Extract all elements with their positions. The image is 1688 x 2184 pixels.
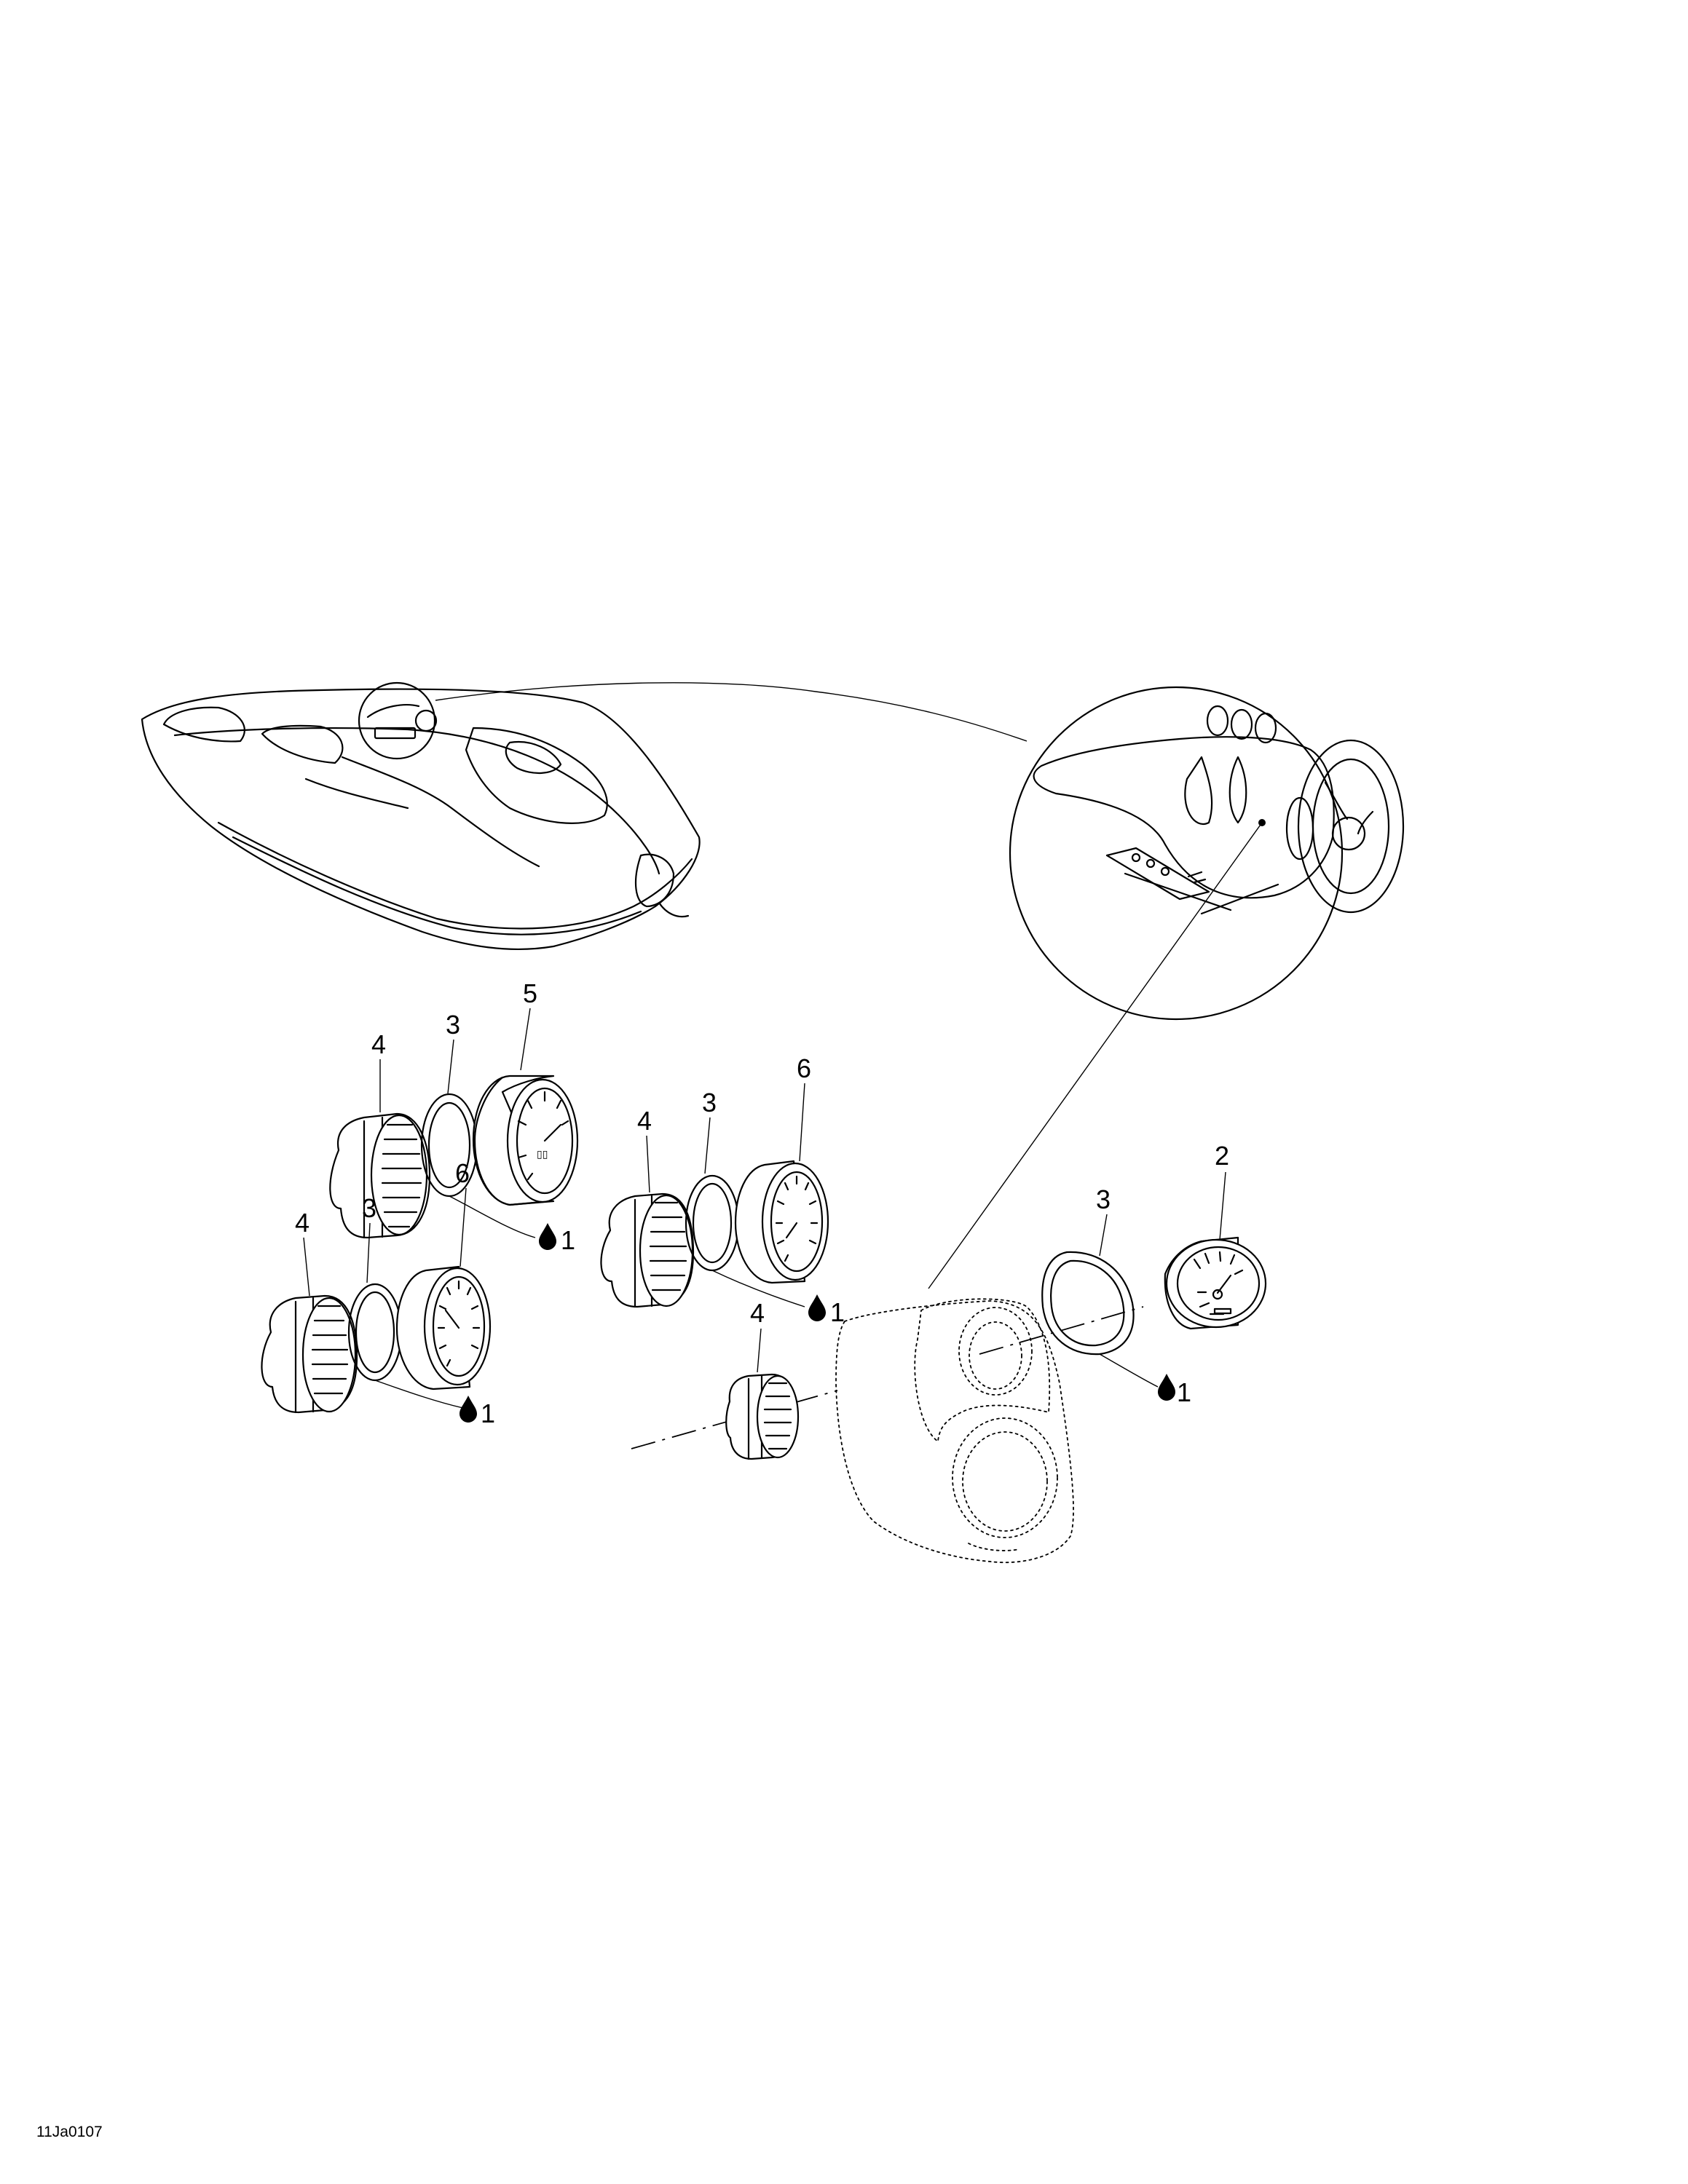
callout-1: 1 [830, 1297, 845, 1327]
oil-drop-icon [808, 1294, 826, 1321]
o-ring-b [685, 1174, 740, 1272]
gauge-assembly-c: 1 4 3 6 [261, 1158, 495, 1428]
callout-6: 6 [455, 1158, 470, 1188]
gauge-2-fuel [1164, 1236, 1267, 1330]
callout-3: 3 [702, 1088, 717, 1117]
detail-pointer-line [928, 822, 1263, 1289]
callout-4: 4 [750, 1298, 765, 1328]
gauge-assembly-b: 1 4 3 6 [600, 1053, 845, 1327]
dashboard-panel-outline [835, 1298, 1074, 1564]
oil-drop-icon [1158, 1374, 1175, 1401]
detail-leader-line [435, 682, 1028, 742]
oil-drop-icon [460, 1396, 477, 1423]
callout-4: 4 [295, 1208, 309, 1238]
o-ring-d [1041, 1251, 1135, 1356]
nut-d [725, 1373, 800, 1460]
callout-5: 5 [523, 978, 537, 1008]
callout-4: 4 [371, 1029, 386, 1059]
callout-6: 6 [797, 1053, 811, 1083]
gauge-assembly-a: ▯▯ 1 4 3 5 [329, 978, 579, 1255]
o-ring-c [347, 1283, 403, 1382]
callout-1: 1 [1177, 1377, 1191, 1407]
callout-3: 3 [362, 1193, 376, 1223]
callout-4: 4 [637, 1106, 652, 1136]
gauge-assembly-d: 1 4 3 2 [725, 1141, 1267, 1460]
nut-c [261, 1294, 358, 1414]
gauge-6-c [395, 1265, 492, 1390]
callout-3: 3 [446, 1010, 460, 1040]
gauge-5-tachometer: ▯▯ [472, 1075, 579, 1206]
gauge-6-b [734, 1160, 829, 1284]
svg-text:▯▯: ▯▯ [537, 1148, 548, 1160]
drawing-code: 11Ja0107 [36, 2124, 103, 2140]
nut-a [329, 1112, 431, 1239]
boat-illustration [141, 681, 701, 951]
dashboard-detail-view [1009, 686, 1405, 1021]
oil-drop-icon [539, 1223, 556, 1250]
nut-b [600, 1192, 695, 1308]
callout-2: 2 [1215, 1141, 1229, 1171]
callout-1: 1 [481, 1398, 495, 1428]
callout-3: 3 [1096, 1184, 1111, 1214]
callout-1: 1 [561, 1225, 575, 1255]
